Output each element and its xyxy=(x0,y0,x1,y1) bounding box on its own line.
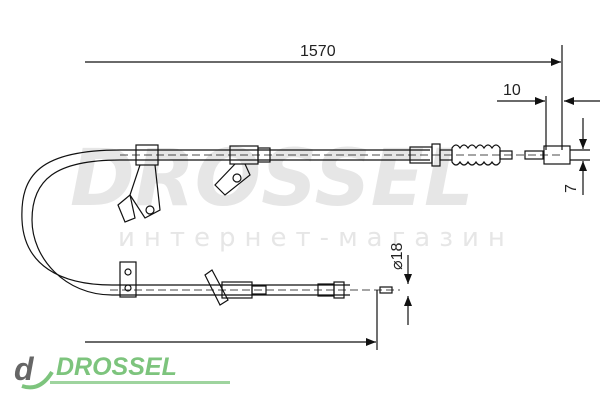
drossel-logo: d DROSSEL xyxy=(14,351,230,390)
overall-length-label: 1570 xyxy=(300,43,336,60)
fitting-diameter-label: 7 xyxy=(563,184,580,193)
logo-mark: d xyxy=(14,351,35,387)
cable-assembly xyxy=(21,143,590,306)
sleeve-diameter-label: ⌀18 xyxy=(389,242,406,270)
fitting-length-label: 10 xyxy=(503,82,521,99)
watermark-brand: DROSSEL xyxy=(70,134,474,224)
watermark-subtitle: интернет-магазин xyxy=(118,223,514,253)
logo-text: DROSSEL xyxy=(56,353,177,381)
dimension-lines xyxy=(85,45,600,350)
